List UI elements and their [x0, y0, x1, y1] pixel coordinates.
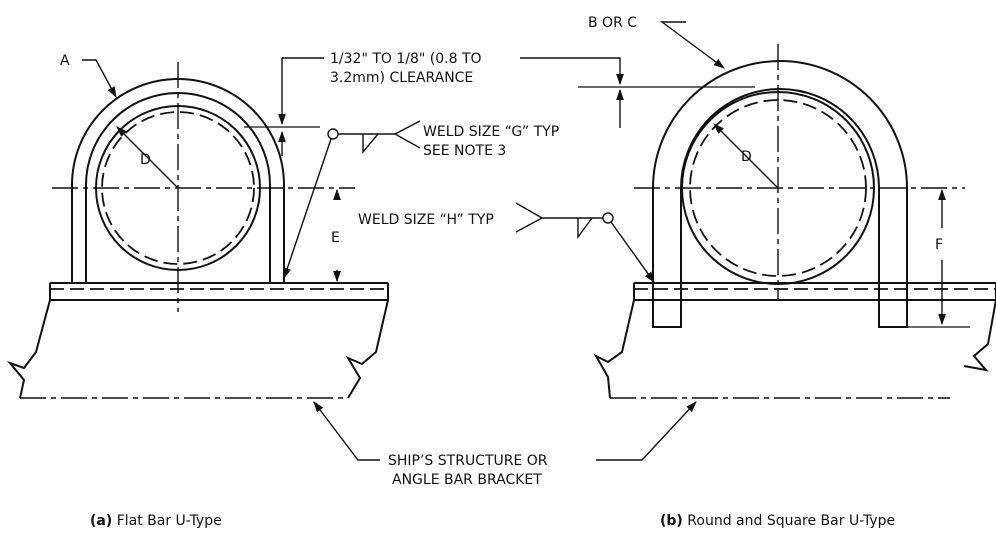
clearance-leader-b [520, 57, 621, 76]
clearance-dimension-b [578, 73, 755, 128]
structure-a [6, 282, 389, 399]
clearance-dimension [244, 57, 324, 156]
label-f: F [935, 237, 943, 253]
dimension-f [907, 188, 970, 328]
caption-a: (a) Flat Bar U-Type [90, 513, 222, 529]
figure-a-flat-bar: D A 1/32" TO 1/8" (0.8 TO 3.2mm) CLEARAN… [6, 51, 655, 529]
caption-b: (b) Round and Square Bar U-Type [660, 513, 895, 529]
weld-h-symbol [515, 202, 655, 283]
label-d-a: D [140, 152, 151, 168]
label-d-b: D [741, 149, 752, 165]
leader-a [82, 59, 117, 98]
leader-b-or-c [659, 21, 725, 69]
weld-h-text: WELD SIZE “H” TYP [358, 212, 494, 228]
clearance-text-line2: 3.2mm) CLEARANCE [330, 70, 473, 86]
label-a: A [60, 53, 70, 69]
structure-callout [313, 401, 697, 461]
structure-b [593, 282, 996, 399]
clearance-text-line1: 1/32" TO 1/8" (0.8 TO [330, 51, 482, 67]
radius-d-arrow-b [713, 123, 779, 189]
weld-g-text-line1: WELD SIZE “G” TYP [423, 124, 559, 140]
figure-b-round-bar: D B OR C F (b) Round and Square Bar U-Ty… [578, 15, 996, 529]
label-b-or-c: B OR C [588, 15, 637, 31]
structure-text-line2: ANGLE BAR BRACKET [392, 472, 542, 488]
weld-g-symbol [283, 120, 421, 280]
label-e: E [331, 230, 340, 246]
round-bar-u [652, 60, 908, 328]
weld-g-text-line2: SEE NOTE 3 [423, 143, 506, 159]
structure-text-line1: SHIP’S STRUCTURE OR [388, 453, 548, 469]
radius-d-arrow-a [116, 126, 179, 189]
